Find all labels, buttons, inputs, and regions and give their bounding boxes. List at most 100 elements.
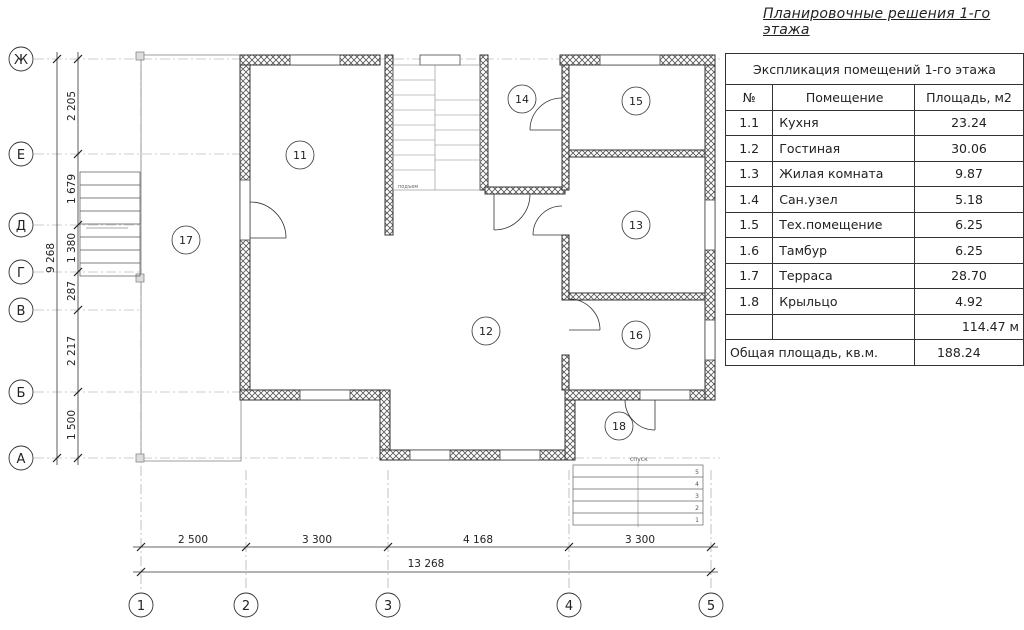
explication-total-row: Общая площадь, кв.м.188.24 bbox=[725, 339, 1024, 366]
axis-letter: Е bbox=[17, 148, 25, 163]
subtotal-empty bbox=[724, 313, 774, 340]
step-number: 4 bbox=[695, 481, 699, 488]
dimension-tick bbox=[136, 542, 146, 552]
header-room: Помещение bbox=[772, 84, 915, 111]
room-number: 11 bbox=[293, 149, 307, 162]
axis-number-bubble: 2 bbox=[233, 592, 259, 618]
horizontal-dimension-ticks bbox=[136, 542, 716, 577]
row-area: 30.06 bbox=[913, 135, 1024, 162]
header-number: № bbox=[724, 84, 774, 111]
room-marker: 11 bbox=[285, 140, 315, 170]
horizontal-dimension: 4 168 bbox=[463, 534, 493, 546]
dimension-tick bbox=[706, 542, 716, 552]
room-marker: 15 bbox=[621, 86, 651, 116]
horizontal-dimension-total: 13 268 bbox=[408, 558, 445, 570]
row-area: 6.25 bbox=[913, 237, 1024, 264]
axis-letter-bubble: Ж bbox=[8, 46, 34, 72]
axis-letter: Д bbox=[16, 219, 26, 234]
axis-letter: А bbox=[17, 452, 26, 467]
room-marker: 12 bbox=[471, 316, 501, 346]
axis-number-bubble: 4 bbox=[556, 592, 582, 618]
axis-letter-bubble: Г bbox=[8, 259, 34, 285]
room-marker: 13 bbox=[621, 210, 651, 240]
row-number: 1.2 bbox=[724, 135, 774, 162]
row-area: 5.18 bbox=[913, 186, 1024, 213]
axis-grid-lines bbox=[34, 52, 720, 590]
room-marker: 16 bbox=[621, 320, 651, 350]
axis-number: 2 bbox=[242, 599, 250, 614]
axis-letter-bubble: Б bbox=[8, 379, 34, 405]
row-room-name: Кухня bbox=[772, 109, 915, 136]
dimension-tick bbox=[52, 54, 62, 64]
row-area: 4.92 bbox=[913, 288, 1024, 315]
row-area: 28.70 bbox=[913, 262, 1024, 289]
row-room-name: Жилая комната bbox=[772, 160, 915, 187]
axis-number: 5 bbox=[707, 599, 715, 614]
total-label: Общая площадь, кв.м. bbox=[725, 339, 915, 366]
axis-letter: Б bbox=[17, 386, 26, 401]
vertical-dimension: 2 217 bbox=[66, 336, 78, 366]
dimension-tick bbox=[383, 542, 393, 552]
interior-partitions bbox=[484, 64, 706, 391]
axis-number: 1 bbox=[137, 599, 145, 614]
room-marker: 18 bbox=[604, 411, 634, 441]
row-number: 1.5 bbox=[724, 211, 774, 238]
axis-letter: Ж bbox=[14, 53, 28, 68]
dimension-tick bbox=[52, 453, 62, 463]
room-number: 13 bbox=[629, 219, 643, 232]
vertical-dimension: 287 bbox=[66, 281, 78, 301]
vertical-dimension-total: 9 268 bbox=[45, 243, 57, 273]
dimension-tick bbox=[564, 542, 574, 552]
interior-stair bbox=[392, 64, 481, 191]
vertical-dimension: 1 679 bbox=[66, 174, 78, 204]
page-title: Планировочные решения 1-го этажа bbox=[763, 6, 991, 38]
axis-number: 4 bbox=[565, 599, 573, 614]
row-room-name: Тамбур bbox=[772, 237, 915, 264]
row-number: 1.7 bbox=[724, 262, 774, 289]
axis-letter-bubble: Е bbox=[8, 141, 34, 167]
explication-header-row: № Помещение Площадь, м2 bbox=[724, 84, 1024, 111]
doors bbox=[249, 97, 656, 431]
axis-letter-bubble: А bbox=[8, 445, 34, 471]
horizontal-dimension: 2 500 bbox=[178, 534, 208, 546]
row-area: 23.24 bbox=[913, 109, 1024, 136]
dimension-tick bbox=[73, 220, 83, 230]
row-number: 1.8 bbox=[724, 288, 774, 315]
room-number: 15 bbox=[629, 95, 643, 108]
subtotal-empty bbox=[772, 313, 915, 340]
room-number: 16 bbox=[629, 329, 643, 342]
room-number: 14 bbox=[515, 93, 529, 106]
dimension-tick bbox=[241, 542, 251, 552]
windows bbox=[239, 54, 716, 461]
step-number: 1 bbox=[695, 517, 699, 524]
row-number: 1.3 bbox=[724, 160, 774, 187]
vertical-dimension-ticks bbox=[52, 54, 83, 463]
row-area: 6.25 bbox=[913, 211, 1024, 238]
stair-down-label: спуск bbox=[630, 456, 648, 463]
row-room-name: Гостиная bbox=[772, 135, 915, 162]
row-number: 1.1 bbox=[724, 109, 774, 136]
horizontal-dimension: 3 300 bbox=[302, 534, 332, 546]
dimension-tick bbox=[73, 305, 83, 315]
subtotal-value: 114.47 м bbox=[913, 313, 1024, 340]
horizontal-dimension-chain bbox=[133, 546, 718, 573]
dimension-tick bbox=[73, 387, 83, 397]
axis-letter: Г bbox=[17, 266, 25, 281]
axis-number-bubble: 1 bbox=[128, 592, 154, 618]
dimension-tick bbox=[73, 267, 83, 277]
row-room-name: Терраса bbox=[772, 262, 915, 289]
step-number: 2 bbox=[695, 505, 699, 512]
vertical-dimension: 1 500 bbox=[66, 410, 78, 440]
explication-subtotal-row: 114.47 м bbox=[724, 313, 1024, 340]
